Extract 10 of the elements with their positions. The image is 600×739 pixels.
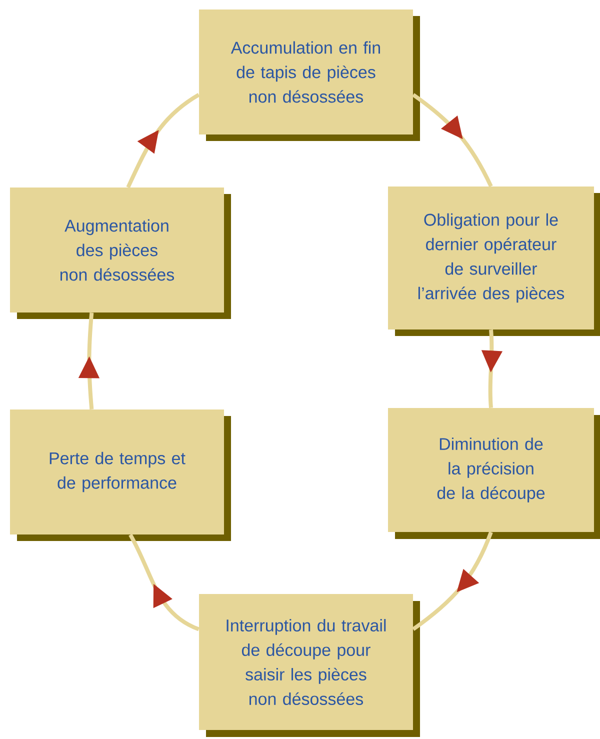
arrow bbox=[128, 534, 200, 632]
arrow bbox=[412, 93, 493, 188]
process-box: Diminution de la précision de la découpe bbox=[388, 408, 600, 539]
process-box: Obligation pour le dernier opérateur de surveiller l’arrivée des pièces bbox=[388, 186, 600, 336]
process-box: Interruption du travail de découpe pour saisir les pièces non désossées bbox=[199, 594, 420, 737]
arrow bbox=[412, 531, 493, 631]
process-box: Augmentation des pièces non désossées bbox=[10, 188, 231, 319]
process-box: Perte de temps et de performance bbox=[10, 410, 231, 541]
arrow bbox=[126, 93, 200, 188]
process-box: Accumulation en fin de tapis de pièces non désossées bbox=[199, 10, 420, 141]
